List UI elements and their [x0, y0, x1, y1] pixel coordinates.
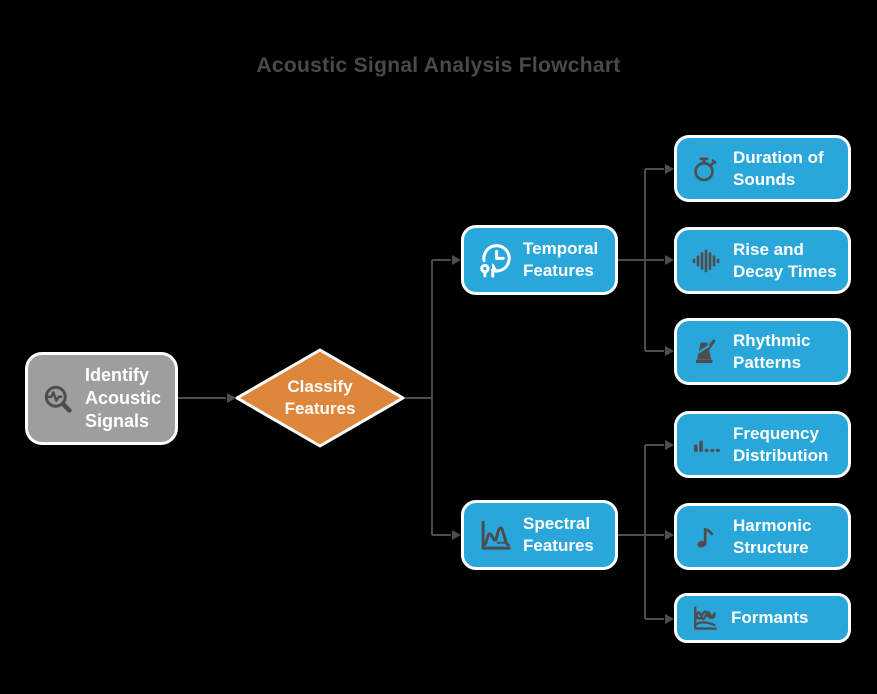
node-label: Temporal Features	[523, 239, 599, 280]
node-label: Frequency Distribution	[733, 423, 829, 465]
metronome-icon	[690, 336, 722, 368]
node-label: Harmonic Structure	[733, 515, 812, 557]
mini-bar-chart-icon	[690, 429, 722, 461]
node-label: Rise and Decay Times	[733, 239, 837, 281]
spectrum-curve-icon	[476, 516, 514, 554]
node-duration-of-sounds: Duration of Sounds	[674, 135, 851, 202]
waveform-magnifier-icon	[40, 381, 76, 417]
sound-bars-icon	[690, 245, 722, 277]
node-rise-and-decay-times: Rise and Decay Times	[674, 227, 851, 294]
flowchart-title: Acoustic Signal Analysis Flowchart	[256, 54, 621, 77]
node-label: Classify Features	[284, 376, 356, 418]
node-classify-features: Classify Features	[250, 360, 390, 436]
node-harmonic-structure: Harmonic Structure	[674, 503, 851, 570]
node-identify-acoustic-signals: Identify Acoustic Signals	[25, 352, 178, 445]
node-label: Formants	[731, 608, 809, 628]
node-label: Identify Acoustic Signals	[85, 364, 162, 432]
node-temporal-features: Temporal Features	[461, 225, 618, 295]
music-note-icon	[690, 521, 722, 553]
node-label: Duration of Sounds	[733, 147, 824, 189]
node-classify-features-shape	[235, 348, 405, 448]
stopwatch-icon	[690, 153, 722, 185]
clock-icon	[476, 241, 514, 279]
node-formants: Formants	[674, 593, 851, 643]
node-rhythmic-patterns: Rhythmic Patterns	[674, 318, 851, 385]
node-frequency-distribution: Frequency Distribution	[674, 411, 851, 478]
node-label: Rhythmic Patterns	[733, 330, 811, 372]
node-spectral-features: Spectral Features	[461, 500, 618, 570]
node-label: Spectral Features	[523, 514, 594, 555]
overlapping-curves-icon	[690, 603, 720, 633]
